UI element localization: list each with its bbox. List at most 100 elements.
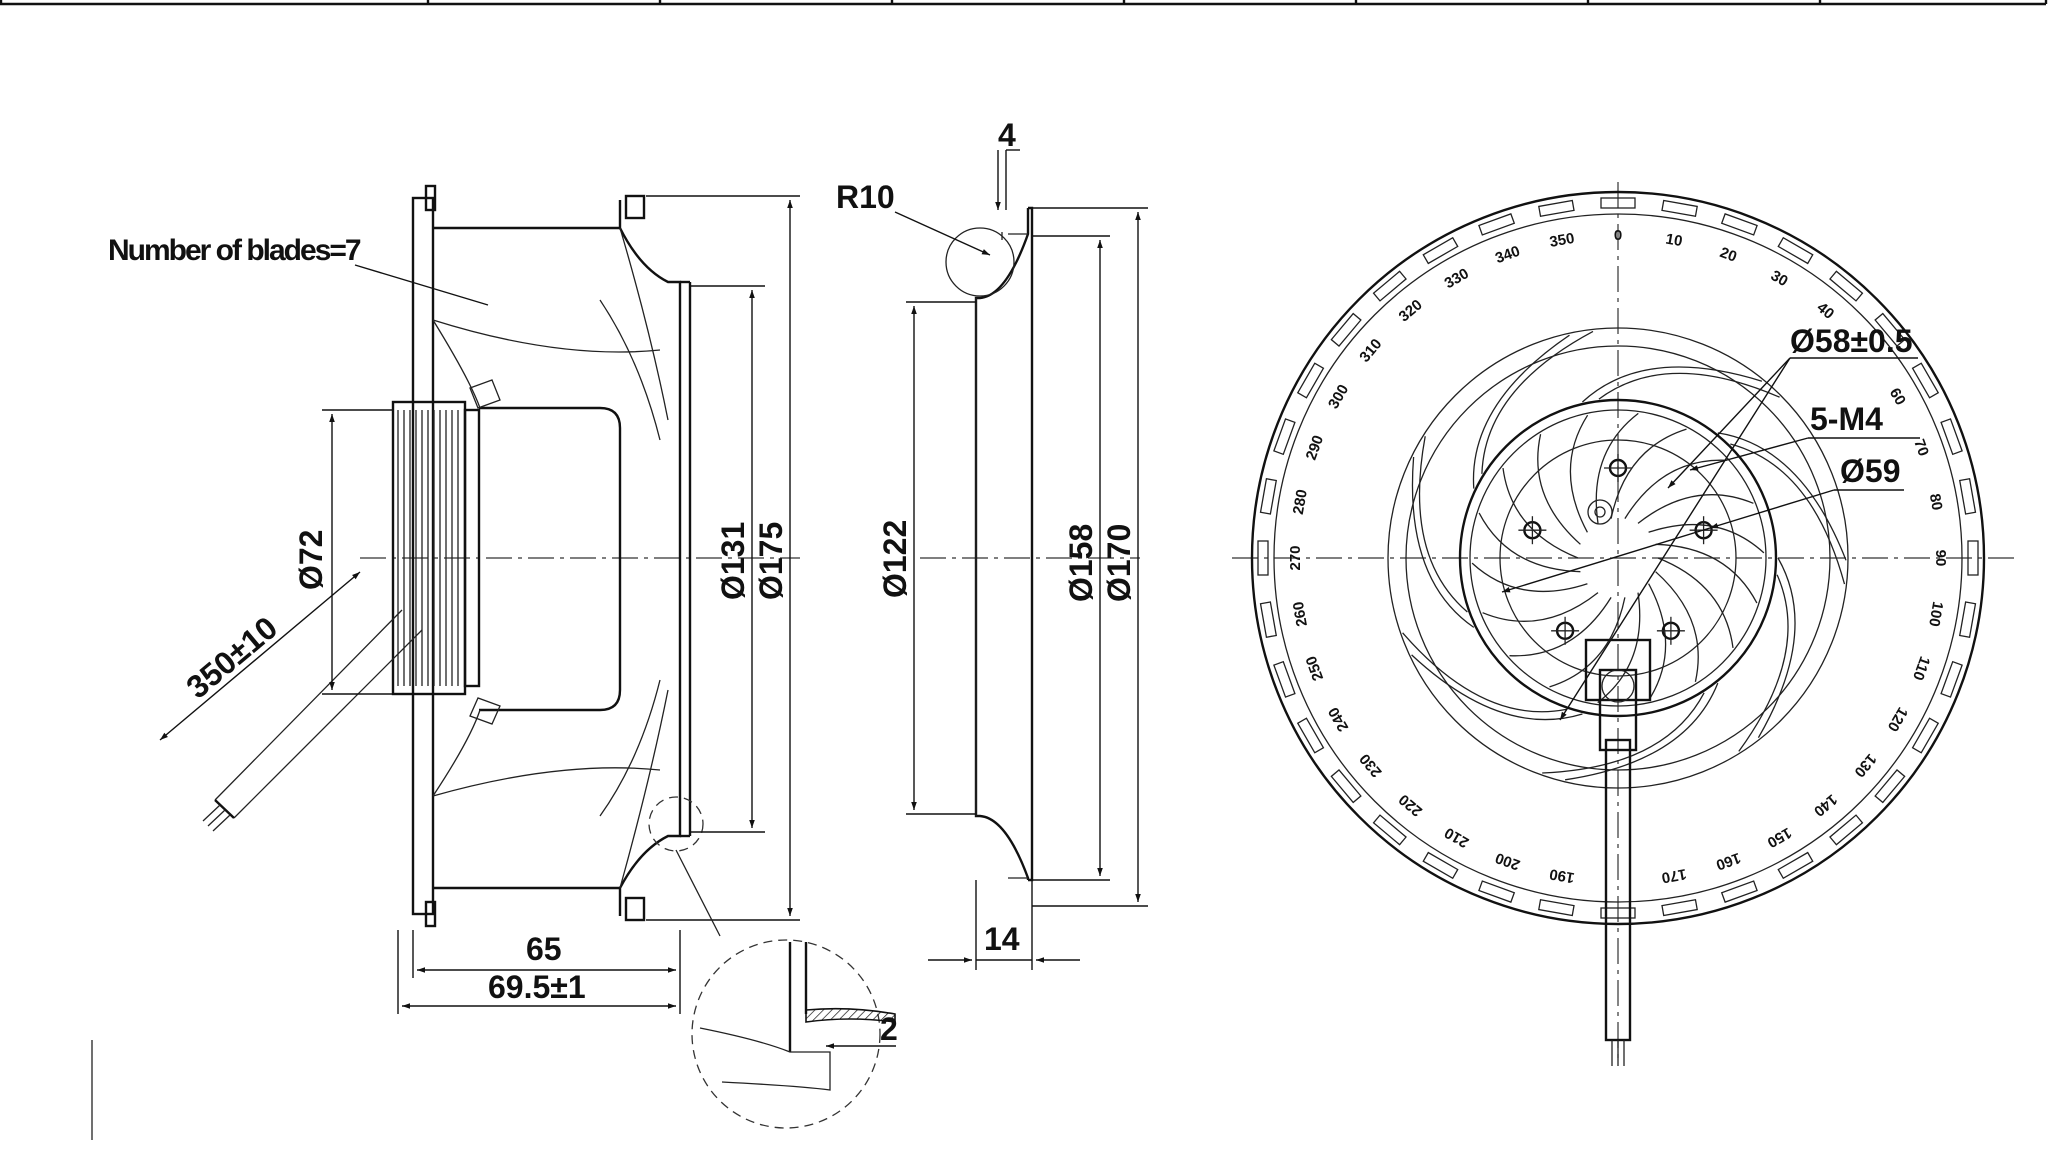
detail-marker-circle bbox=[648, 796, 704, 852]
scale-tick-label: 130 bbox=[1851, 750, 1880, 780]
scale-slot bbox=[1958, 601, 1977, 638]
hub-rib bbox=[1637, 494, 1754, 524]
front-blade-curve bbox=[1730, 443, 1846, 585]
scale-slot bbox=[1958, 478, 1977, 515]
dim-detail-2: 2 bbox=[880, 1011, 898, 1047]
front-blade-curve bbox=[1717, 432, 1847, 561]
front-blade-curve bbox=[1418, 436, 1468, 613]
front-blade-curve bbox=[1581, 366, 1763, 403]
scale-tick-label: 0 bbox=[1614, 227, 1622, 244]
scale-slot bbox=[1538, 199, 1575, 218]
front-blade-curve bbox=[1565, 682, 1719, 781]
scale-tick-label: 190 bbox=[1548, 865, 1576, 886]
scale-slot bbox=[1874, 312, 1906, 347]
hub-rib bbox=[1610, 428, 1687, 519]
scale-tick-label: 280 bbox=[1290, 488, 1311, 516]
scale-slot bbox=[1967, 540, 1979, 576]
dim-gap-4: 4 bbox=[998, 117, 1016, 153]
scale-slot bbox=[1478, 213, 1516, 236]
scale-slot bbox=[1661, 199, 1698, 218]
scale-tick-label: 230 bbox=[1356, 750, 1385, 780]
dim-d122: Ø122 bbox=[877, 520, 913, 598]
scale-tick-label: 290 bbox=[1303, 433, 1328, 462]
dim-cable-length: 350±10 bbox=[179, 609, 284, 705]
side-view: Number of blades=7 Ø72 350±10 Ø131 Ø175 … bbox=[108, 184, 898, 1129]
hub-rib bbox=[1471, 562, 1588, 593]
hub-rib bbox=[1549, 597, 1626, 688]
scale-slot bbox=[1600, 907, 1636, 919]
scale-slot bbox=[1330, 312, 1362, 347]
scale-tick-label: 300 bbox=[1325, 382, 1352, 412]
scale-tick-label: 330 bbox=[1442, 265, 1472, 292]
scale-slot bbox=[1777, 236, 1814, 265]
dim-d170: Ø170 bbox=[1101, 524, 1137, 602]
scale-tick-label: 310 bbox=[1356, 336, 1385, 366]
hub-rib bbox=[1655, 543, 1758, 604]
hub-rib bbox=[1482, 592, 1599, 622]
front-blade-curve bbox=[1402, 632, 1567, 713]
motor-hub bbox=[1458, 398, 1778, 718]
front-blade-curve bbox=[1598, 372, 1780, 400]
scale-slot bbox=[1296, 717, 1325, 754]
scale-tick-label: 220 bbox=[1396, 791, 1426, 820]
dim-length-69: 69.5±1 bbox=[488, 969, 586, 1005]
dim-d72: Ø72 bbox=[293, 530, 329, 590]
scale-slot bbox=[1661, 898, 1698, 917]
scale-slot bbox=[1259, 478, 1278, 515]
scale-slot bbox=[1829, 270, 1864, 302]
scale-slot bbox=[1911, 362, 1940, 399]
scale-slot bbox=[1600, 197, 1636, 209]
scale-tick-label: 350 bbox=[1548, 230, 1576, 251]
scale-tick-label: 90 bbox=[1932, 550, 1949, 567]
front-blade-curve bbox=[1472, 334, 1570, 489]
scale-tick-label: 20 bbox=[1718, 244, 1739, 266]
scale-tick-label: 170 bbox=[1660, 865, 1688, 886]
hub-rib bbox=[1502, 468, 1579, 559]
outer-housing-ring bbox=[1250, 190, 1986, 926]
scale-tick-label: 270 bbox=[1287, 545, 1304, 570]
detail-view: 2 bbox=[691, 939, 898, 1129]
scale-tick-label: 110 bbox=[1909, 654, 1933, 683]
scale-tick-label: 60 bbox=[1886, 385, 1909, 408]
dim-m4: 5-M4 bbox=[1810, 401, 1883, 437]
scale-slot bbox=[1874, 769, 1906, 804]
front-blade-curve bbox=[1757, 557, 1796, 739]
front-blade-curve bbox=[1481, 330, 1594, 474]
hub-rib bbox=[1569, 414, 1589, 533]
dim-d59: Ø59 bbox=[1840, 453, 1900, 489]
scale-slot bbox=[1720, 213, 1758, 236]
scale-tick-label: 210 bbox=[1442, 824, 1472, 851]
scale-tick-label: 260 bbox=[1290, 600, 1311, 628]
hub-rib bbox=[1478, 512, 1581, 573]
hub-rib bbox=[1647, 583, 1667, 702]
dim-d58: Ø58±0.5 bbox=[1790, 323, 1913, 359]
dim-length-65: 65 bbox=[526, 931, 562, 967]
scale-tick-label: 340 bbox=[1493, 243, 1522, 268]
scale-slot bbox=[1372, 814, 1407, 846]
scale-tick-label: 250 bbox=[1303, 654, 1328, 683]
scale-tick-label: 240 bbox=[1325, 704, 1352, 734]
hub-rib bbox=[1655, 571, 1699, 682]
scale-slot bbox=[1940, 660, 1963, 698]
scale-tick-label: 70 bbox=[1910, 437, 1932, 458]
impeller-blades bbox=[432, 227, 669, 889]
scale-tick-label: 150 bbox=[1764, 824, 1794, 851]
mounting-holes bbox=[1518, 454, 1718, 645]
cable-gland bbox=[1584, 638, 1652, 702]
scale-tick-label: 140 bbox=[1810, 791, 1840, 820]
scale-slot bbox=[1422, 851, 1459, 880]
scale-slot bbox=[1330, 769, 1362, 804]
angle-scale-slots bbox=[1257, 197, 1979, 919]
hub-rib bbox=[1537, 434, 1581, 545]
impeller-outer-circle bbox=[1387, 327, 1849, 789]
scale-slot bbox=[1422, 236, 1459, 265]
scale-slot bbox=[1273, 660, 1296, 698]
inlet-flange bbox=[411, 196, 435, 916]
scale-slot bbox=[1829, 814, 1864, 846]
scale-tick-label: 120 bbox=[1884, 704, 1911, 734]
scale-slot bbox=[1777, 851, 1814, 880]
scale-slot bbox=[1372, 270, 1407, 302]
dim-d131: Ø131 bbox=[715, 522, 751, 600]
